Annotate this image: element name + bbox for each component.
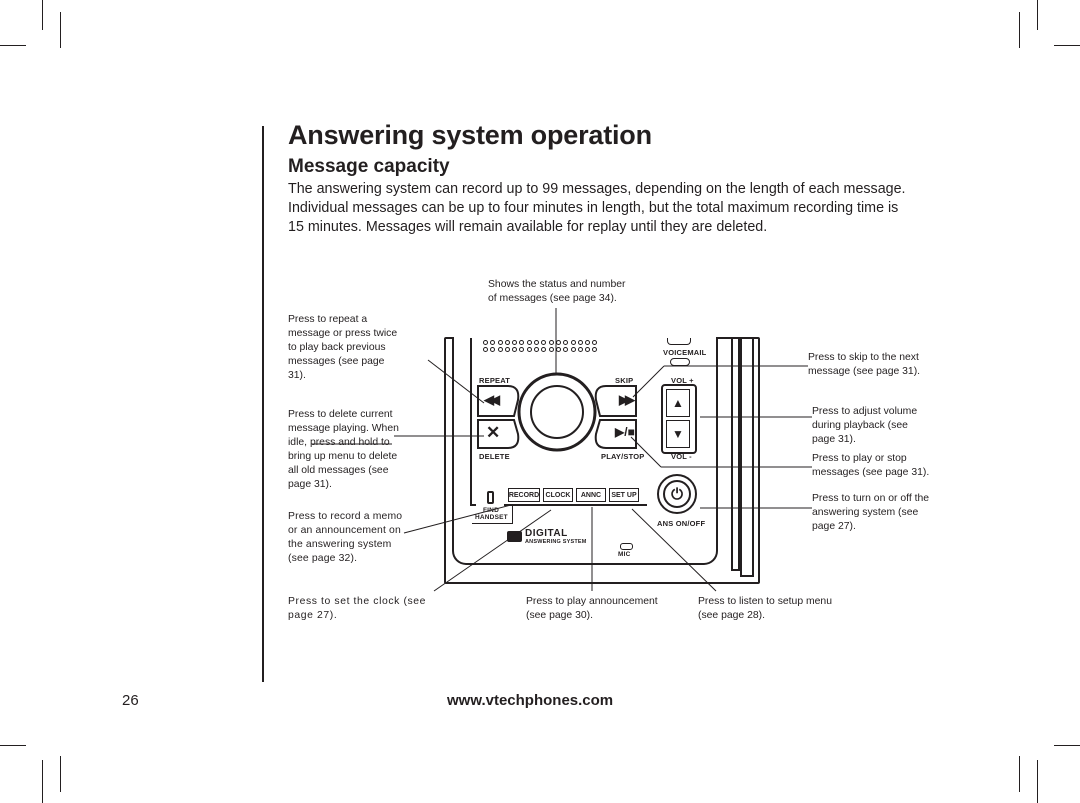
delete-button[interactable]: ✕ (478, 420, 518, 450)
delete-x-icon: ✕ (486, 423, 501, 442)
section-title: Message capacity (288, 156, 450, 177)
voicemail-led (667, 338, 691, 345)
annc-button[interactable]: ANNC (576, 488, 606, 502)
voicemail-label: VOICEMAIL (663, 348, 707, 357)
volume-rocker (661, 384, 697, 454)
handset-label: HANDSET (475, 514, 508, 521)
repeat-label: REPEAT (479, 376, 511, 385)
play-stop-label: PLAY/STOP (601, 452, 645, 461)
find-handset-button[interactable] (472, 505, 513, 524)
margin-rule (262, 126, 264, 682)
brand-subtext: ANSWERING SYSTEM (525, 539, 587, 545)
handset-icon (476, 488, 504, 506)
page-title: Answering system operation (288, 120, 652, 150)
digital-logo-icon (507, 531, 522, 542)
repeat-button[interactable]: ◀◀ (478, 386, 518, 416)
power-button[interactable]: ⏻ (657, 474, 697, 514)
triangle-up-icon: ▲ (672, 396, 684, 410)
mic-opening (620, 543, 633, 550)
ans-onoff-label: ANS ON/OFF (657, 519, 706, 528)
brand-text: DIGITAL (525, 528, 568, 539)
footer-url[interactable]: www.vtechphones.com (447, 692, 614, 709)
vol-down-label: VOL - (671, 452, 692, 461)
intro-paragraph: The answering system can record up to 99… (288, 181, 906, 235)
clock-button[interactable]: CLOCK (543, 488, 573, 502)
play-stop-button[interactable]: ▶/■ (605, 420, 645, 450)
triangle-down-icon: ▼ (672, 427, 684, 441)
vol-up-label: VOL + (671, 376, 694, 385)
volume-up-button[interactable]: ▲ (666, 389, 690, 417)
power-icon: ⏻ (671, 485, 683, 503)
volume-down-button[interactable]: ▼ (666, 420, 690, 448)
callout-setup: Press to listen to setup menu(see page 2… (698, 596, 832, 621)
control-dial-svg (477, 372, 637, 452)
setup-button[interactable]: SET UP (609, 488, 639, 502)
record-button[interactable]: RECORD (508, 488, 540, 502)
play-stop-icon: ▶/■ (615, 425, 635, 439)
callout-annc: Press to play announcement(see page 30). (526, 596, 658, 621)
delete-label: DELETE (479, 452, 510, 461)
speaker-grill (483, 340, 600, 352)
page-number: 26 (122, 692, 139, 709)
skip-button[interactable]: ▶▶ (605, 386, 645, 416)
mic-label: MIC (618, 551, 631, 558)
skip-label: SKIP (615, 376, 634, 385)
